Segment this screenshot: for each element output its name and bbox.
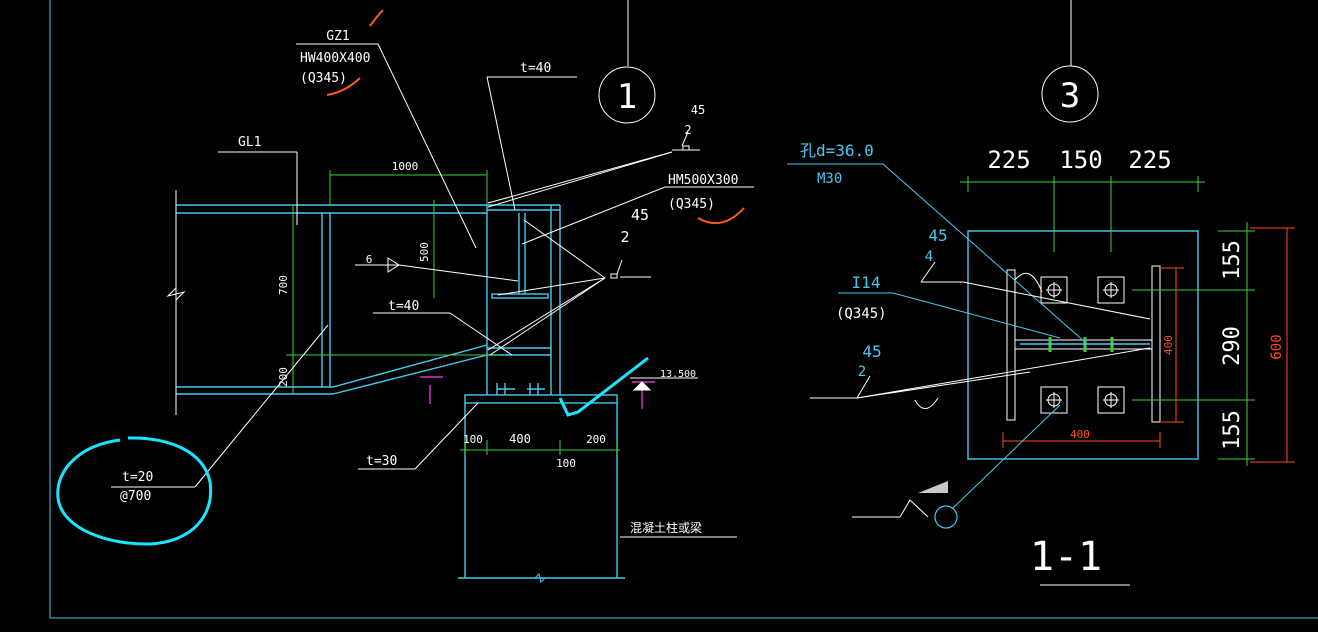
detail-bubble-3-text: 3 (1060, 76, 1080, 116)
dim-500: 500 (418, 242, 431, 262)
weld-2-top: 2 (684, 123, 691, 137)
weld-45-top: 45 (691, 103, 705, 117)
base-plate-concrete (458, 356, 649, 583)
base-plate-plan (967, 230, 1199, 460)
detail-bubble-1-text: 1 (617, 77, 637, 117)
dim-100-left: 100 (463, 433, 483, 446)
dim-155-top: 155 (1220, 240, 1245, 280)
detail-right: 3 (787, 65, 1295, 586)
plate-base-label: t=30 (366, 454, 397, 469)
left-dimensions: 1000 500 700 200 100 400 200 100 (277, 160, 620, 470)
right-leaders (787, 163, 1151, 586)
beam-grade-label: (Q345) (668, 197, 715, 212)
beam-section-label: HM500X300 (668, 173, 738, 188)
weld-45-low-right: 45 (862, 342, 881, 361)
right-red-dimensions: 600 400 400 (1002, 227, 1295, 463)
drawing-frame (49, 0, 1318, 619)
gz1-section: HW400X400 (300, 51, 370, 66)
dim-225-right: 225 (1128, 146, 1171, 174)
dim-200-right: 200 (586, 433, 606, 446)
dim-700: 700 (277, 275, 290, 295)
dim-200: 200 (277, 367, 290, 387)
beam-gl1 (166, 190, 488, 415)
detail-bubble-1 (598, 66, 656, 124)
column-gz1 (486, 204, 561, 395)
dim-225-left: 225 (987, 146, 1030, 174)
stiffener-spacing-label: @700 (120, 489, 151, 504)
gz1-label: GZ1 (326, 29, 349, 44)
weld-45-mid: 45 (631, 206, 649, 224)
right-dimensions: 225 150 225 155 290 155 (960, 146, 1255, 466)
gz1-grade: (Q345) (300, 71, 347, 86)
section-label-1-1: 1-1 (1030, 534, 1102, 580)
plate-mid-label: t=40 (388, 299, 419, 314)
column-plan (914, 265, 1161, 423)
channel-label: I14 (852, 273, 881, 292)
left-leaders (111, 43, 754, 538)
plate-top-label: t=40 (520, 61, 551, 76)
dim-1000: 1000 (392, 160, 419, 173)
dim-400-vertical: 400 (1162, 335, 1175, 355)
stiffener-plate-label: t=20 (122, 470, 153, 485)
weld-2-low-right: 2 (858, 364, 866, 380)
dim-150: 150 (1059, 146, 1102, 174)
anchor-bolts (1040, 276, 1125, 414)
bolt-label: M30 (817, 171, 842, 187)
dim-400: 400 (509, 432, 531, 446)
dim-600: 600 (1269, 334, 1285, 359)
dim-400-horizontal: 400 (1070, 428, 1090, 441)
weld-45-top-right: 45 (928, 226, 947, 245)
markup-annotations (56, 9, 745, 546)
section-marks (420, 376, 655, 409)
detail-bubble-3 (1041, 65, 1099, 123)
concrete-note: 混凝土柱或梁 (630, 520, 702, 535)
gl1-label: GL1 (238, 135, 261, 150)
dim-290: 290 (1220, 326, 1245, 366)
weld-2-mid: 2 (620, 228, 629, 246)
channel-grade: (Q345) (836, 306, 887, 322)
dim-100-bottom: 100 (556, 457, 576, 470)
detail-left: 1 (56, 9, 754, 583)
hole-label: 孔d=36.0 (800, 141, 874, 160)
elevation-label: 13.500 (660, 369, 696, 380)
dim-155-bottom: 155 (1220, 410, 1245, 450)
weld-6: 6 (366, 253, 373, 266)
weld-4: 4 (925, 249, 933, 265)
